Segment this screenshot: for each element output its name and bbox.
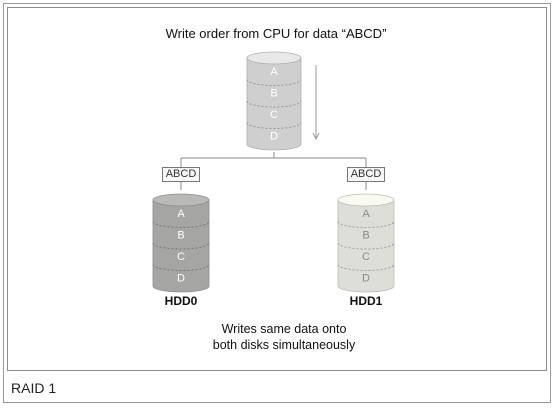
diagram-title: Write order from CPU for data “ABCD”	[165, 26, 387, 41]
hdd1-disk-block-label: C	[362, 251, 370, 263]
source-disk-block-label: A	[270, 66, 278, 78]
hdd0-label: HDD0	[164, 294, 198, 308]
description-line-1: Writes same data onto	[221, 322, 347, 336]
hdd0-data-tag: ABCD	[162, 167, 200, 182]
hdd0-disk-segment-divider	[152, 242, 210, 250]
hdd0-disk-segment-divider	[152, 264, 210, 271]
hdd0-disk-body	[152, 199, 210, 293]
hdd1-disk-top	[337, 193, 395, 207]
raid1-description: Writes same data onto both disks simulta…	[196, 321, 372, 353]
hdd0-disk-block-label: A	[177, 208, 185, 220]
hdd0-disk-block-label: D	[177, 272, 185, 284]
source-disk-block-label: B	[270, 87, 277, 99]
source-disk-top	[246, 51, 302, 65]
source-disk-block-label: C	[270, 109, 278, 121]
hdd1-disk-body	[337, 199, 395, 293]
hdd1-data-tag: ABCD	[347, 167, 385, 182]
source-disk-body	[246, 57, 302, 151]
source-disk-segment-divider	[246, 100, 302, 108]
hdd1-disk-segment-divider	[337, 264, 395, 271]
source-disk-segment-divider	[246, 122, 302, 129]
source-disk-block-label: D	[270, 130, 278, 142]
hdd1-disk: ABCD	[337, 193, 395, 293]
hdd1-disk-segment-divider	[337, 242, 395, 250]
hdd1-disk-segment-divider	[337, 221, 395, 228]
description-line-2: both disks simultaneously	[212, 338, 356, 352]
hdd1-disk-block-label: D	[362, 272, 370, 284]
source-disk: ABCD	[246, 51, 302, 151]
hdd1-disk-block-label: A	[362, 208, 370, 220]
hdd0-disk: ABCD	[152, 193, 210, 293]
hdd0-disk-block-label: C	[177, 251, 185, 263]
source-disk-segment-divider	[246, 79, 302, 86]
arrow-head-icon	[312, 132, 320, 141]
hdd1-disk-block-label: B	[362, 229, 369, 241]
hdd0-disk-block-label: B	[177, 229, 184, 241]
hdd1-label: HDD1	[349, 294, 383, 308]
figure-caption: RAID 1	[11, 380, 57, 396]
hdd0-disk-segment-divider	[152, 221, 210, 228]
hdd0-disk-top	[152, 193, 210, 207]
